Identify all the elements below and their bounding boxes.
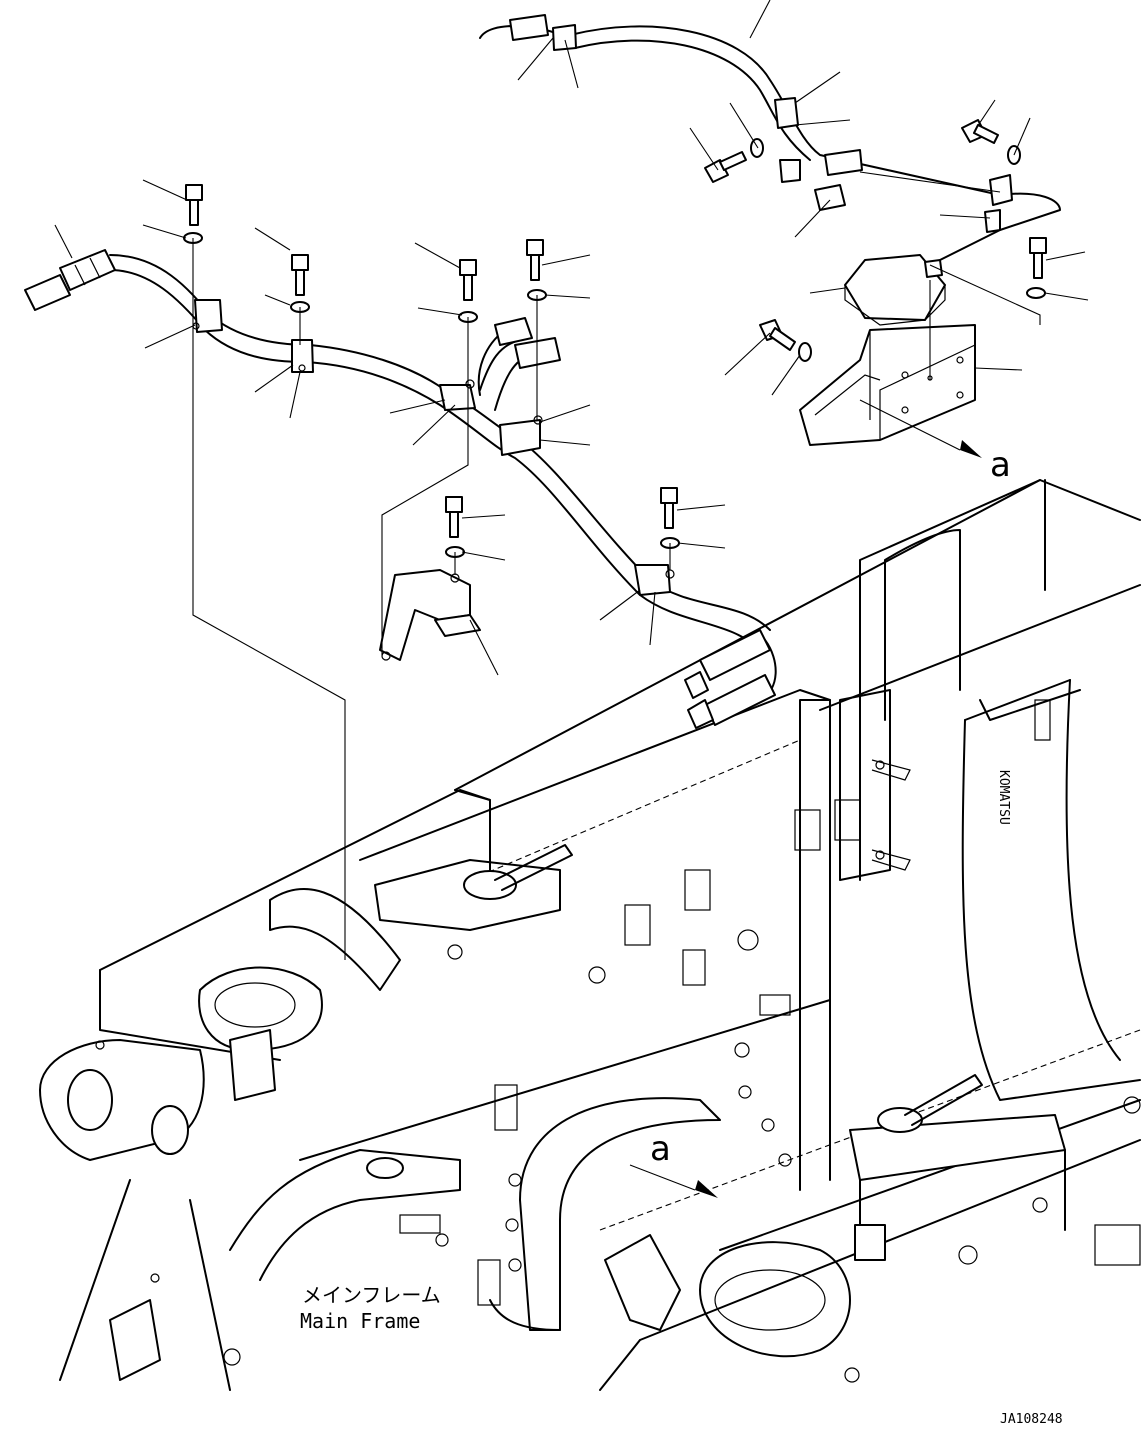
callout-leaders [54, 0, 1089, 960]
frame-stamp: KOMATSU [996, 770, 1011, 825]
main-frame-label-en: Main Frame [300, 1309, 420, 1333]
view-a-arrow-top [859, 399, 982, 458]
view-a-arrow-bottom [629, 1164, 718, 1198]
view-a-label-bottom: a [650, 1129, 671, 1169]
bolts-and-washers [183, 119, 1047, 558]
main-frame: KOMATSU [39, 479, 1141, 1391]
main-frame-label-jp: メインフレーム [302, 1283, 441, 1307]
drawing-number: JA108248 [1000, 1412, 1063, 1427]
wiring-harness [24, 14, 1061, 729]
view-a-label-top: a [990, 445, 1011, 485]
